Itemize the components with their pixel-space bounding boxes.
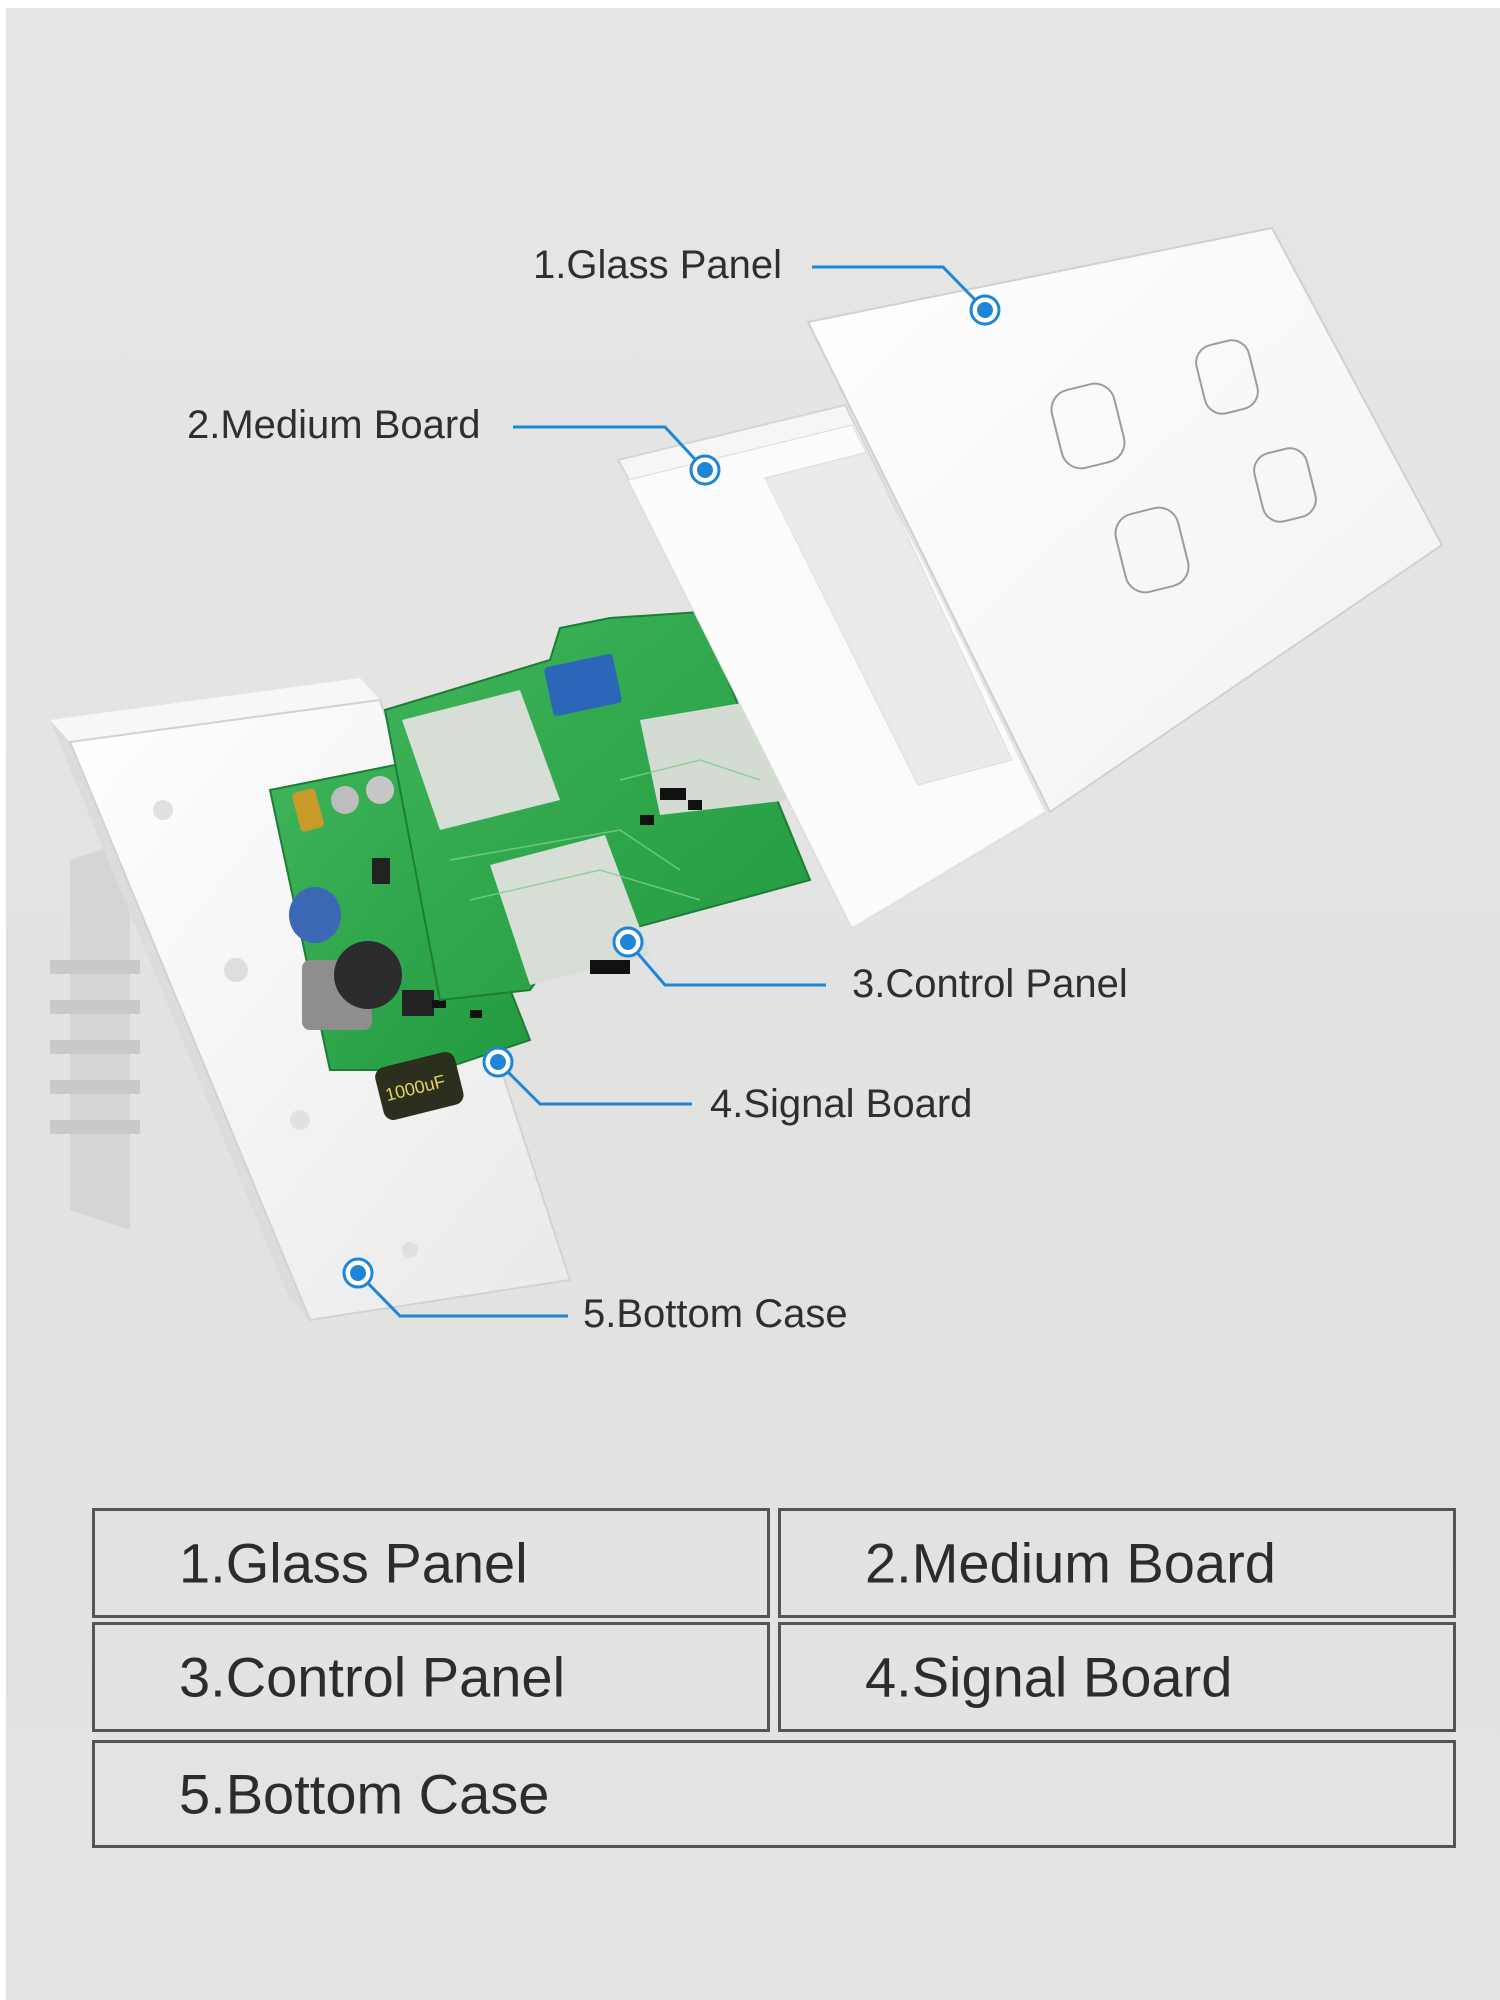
callout-label-signal-board: 4.Signal Board xyxy=(710,1082,973,1126)
legend-text-signal-board: 4.Signal Board xyxy=(865,1645,1233,1709)
medium-board xyxy=(616,403,1053,929)
legend-text-medium-board: 2.Medium Board xyxy=(865,1531,1276,1595)
callout-label-glass-panel: 1.Glass Panel xyxy=(533,243,783,287)
callout-dot-signal-board xyxy=(482,1046,514,1078)
callout-dot-bottom-case xyxy=(342,1257,374,1289)
callout-dot-medium-board xyxy=(689,454,721,486)
capacitor: 1000uF xyxy=(375,1051,464,1120)
callout-dots xyxy=(342,294,1001,1289)
callout-dot-control-panel xyxy=(612,926,644,958)
legend-text-glass-panel: 1.Glass Panel xyxy=(179,1531,528,1595)
leader-lines xyxy=(356,265,987,1318)
legend-cell-medium-board: 2.Medium Board xyxy=(778,1508,1456,1618)
callout-label-control-panel: 3.Control Panel xyxy=(852,962,1128,1006)
legend-cell-glass-panel: 1.Glass Panel xyxy=(92,1508,770,1618)
legend-cell-bottom-case: 5.Bottom Case xyxy=(92,1740,1456,1848)
legend-cell-control-panel: 3.Control Panel xyxy=(92,1622,770,1732)
legend-text-bottom-case: 5.Bottom Case xyxy=(179,1762,550,1826)
callout-label-medium-board: 2.Medium Board xyxy=(187,403,481,447)
callout-label-bottom-case: 5.Bottom Case xyxy=(583,1292,848,1336)
legend-text-control-panel: 3.Control Panel xyxy=(179,1645,566,1709)
touch-key-markers xyxy=(1050,339,1317,594)
exploded-switch-diagram: 1000uF xyxy=(50,226,1446,1322)
callout-dot-glass-panel xyxy=(969,294,1001,326)
legend-cell-signal-board: 4.Signal Board xyxy=(778,1622,1456,1732)
glass-panel xyxy=(806,226,1446,818)
